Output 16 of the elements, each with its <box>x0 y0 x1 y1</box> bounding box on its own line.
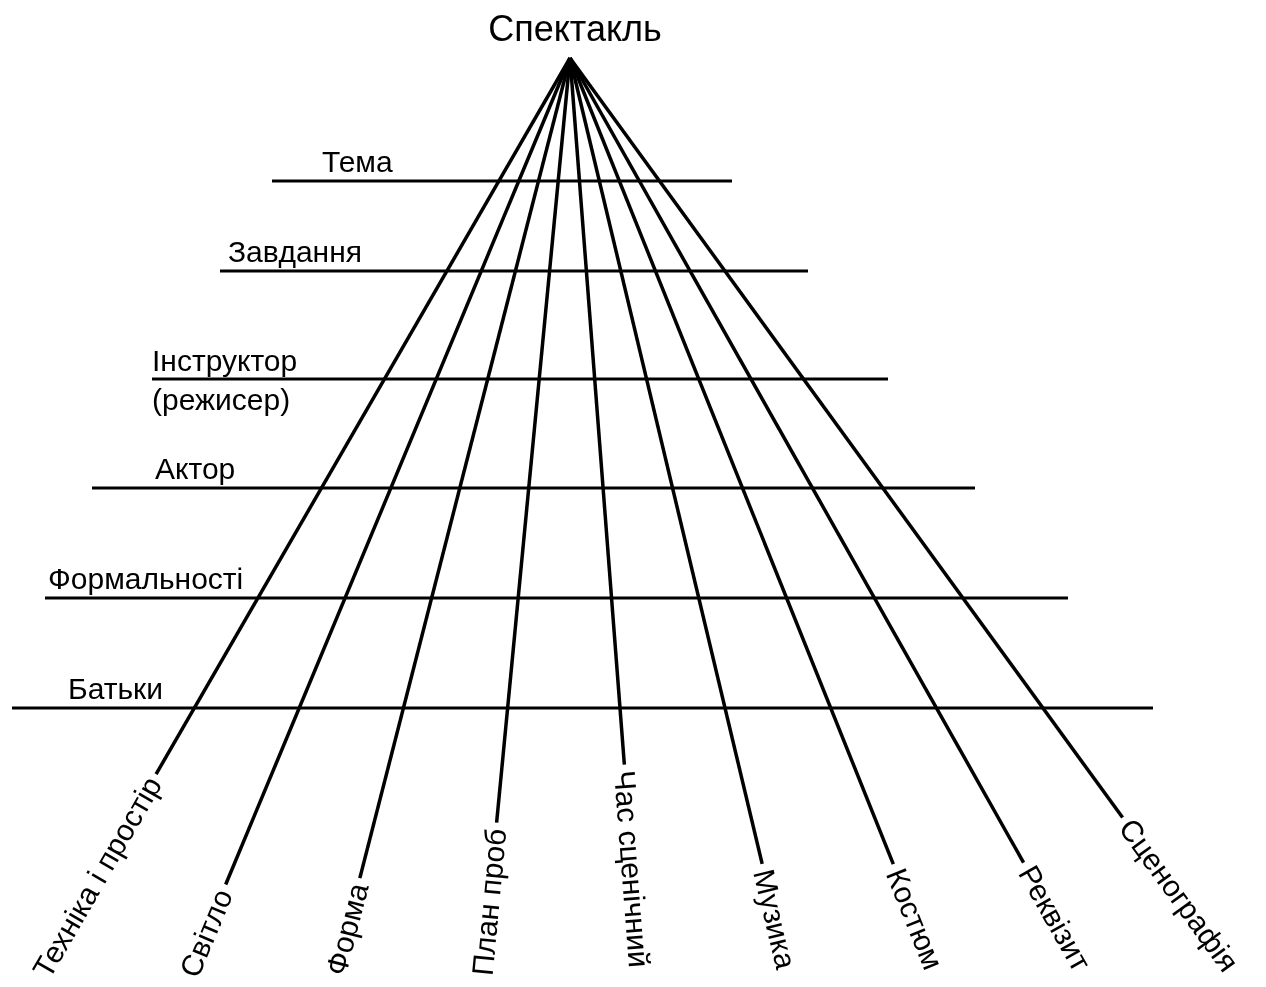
level-label: Тема <box>322 145 393 180</box>
branch-label: Час сценічний <box>608 769 657 969</box>
connector-line <box>224 57 572 886</box>
connector-line <box>568 57 764 865</box>
level-label: Актор <box>155 452 236 487</box>
level-label: Формальності <box>48 562 244 597</box>
branch-label: Форма <box>319 880 375 979</box>
connector-line <box>568 56 1124 819</box>
connector-line <box>568 57 1026 864</box>
level-label: Завдання <box>228 235 362 270</box>
level-label: Батьки <box>68 672 163 707</box>
title-label: Спектакль <box>470 4 680 55</box>
branch-label: Світло <box>172 883 239 982</box>
level-label: Інструктор (режисер) <box>152 343 298 418</box>
branch-label: Музика <box>747 865 804 972</box>
branch-label: План проб <box>465 826 513 977</box>
